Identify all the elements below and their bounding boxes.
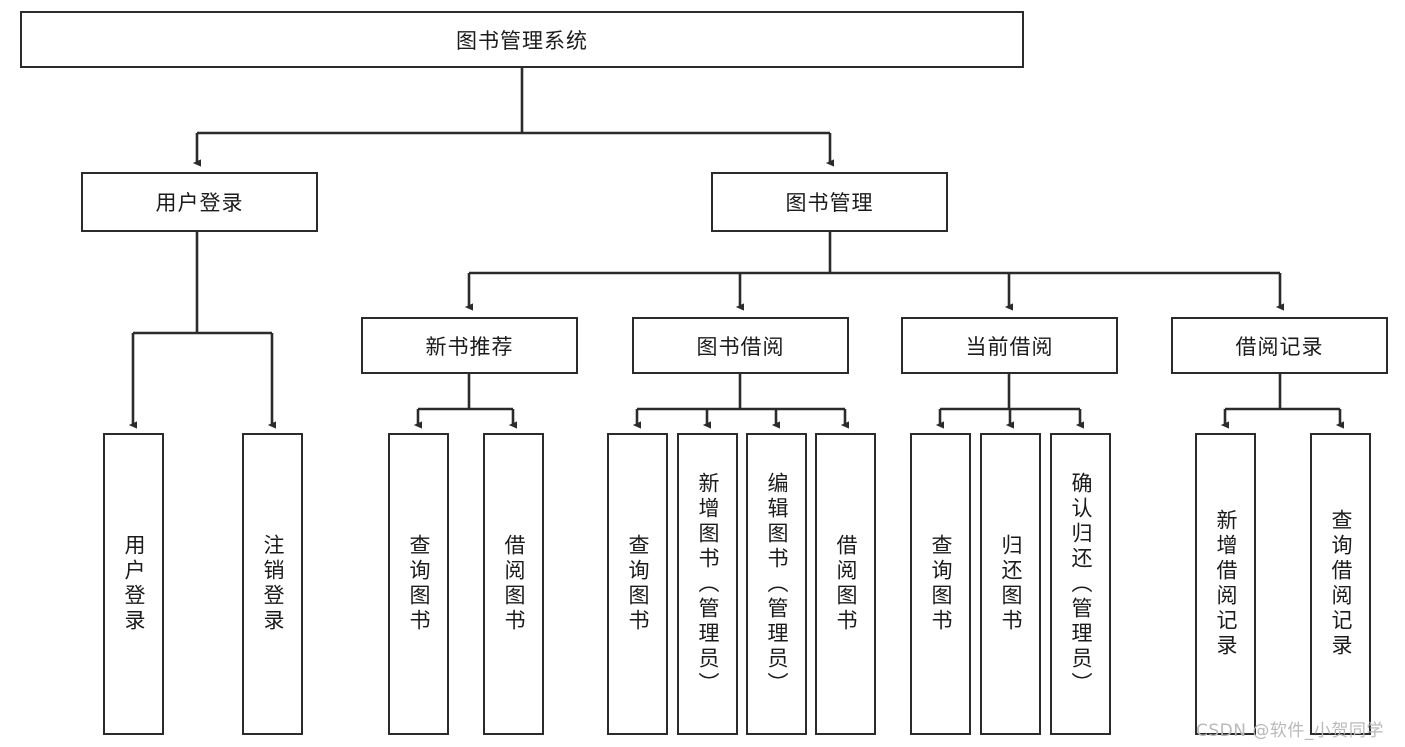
node-label: 借阅图书 [834, 534, 858, 634]
node-leaf-confirm-return[interactable]: 确认归还（管理员） [1050, 433, 1111, 735]
node-leaf-query-borrow-record[interactable]: 查询借阅记录 [1310, 433, 1371, 735]
node-label: 新增借阅记录 [1214, 509, 1238, 659]
node-leaf-edit-book[interactable]: 编辑图书（管理员） [746, 433, 807, 735]
node-label: 借阅记录 [1235, 334, 1324, 359]
node-label: 用户登录 [155, 191, 244, 215]
node-label: 新书推荐 [425, 334, 514, 359]
node-leaf-query-book-2[interactable]: 查询图书 [607, 433, 668, 735]
node-label: 用户登录 [122, 534, 146, 634]
node-label: 查询图书 [626, 534, 650, 634]
node-label: 查询图书 [929, 534, 953, 634]
node-leaf-return-book[interactable]: 归还图书 [980, 433, 1041, 735]
node-label: 归还图书 [999, 534, 1023, 634]
node-user-login[interactable]: 用户登录 [81, 172, 318, 232]
node-book-borrow[interactable]: 图书借阅 [632, 317, 849, 374]
node-label: 新增图书（管理员） [696, 471, 720, 697]
node-borrow-record[interactable]: 借阅记录 [1171, 317, 1388, 374]
node-leaf-query-book-1[interactable]: 查询图书 [388, 433, 449, 735]
node-label: 查询图书 [407, 534, 431, 634]
node-leaf-add-book[interactable]: 新增图书（管理员） [677, 433, 738, 735]
node-book-management-system[interactable]: 图书管理系统 [20, 11, 1024, 68]
node-leaf-user-login[interactable]: 用户登录 [103, 433, 164, 735]
node-label: 注销登录 [261, 534, 285, 634]
node-leaf-logout-login[interactable]: 注销登录 [242, 433, 303, 735]
node-current-borrow[interactable]: 当前借阅 [901, 317, 1118, 374]
node-book-management[interactable]: 图书管理 [711, 172, 948, 232]
node-label: 图书借阅 [696, 334, 785, 359]
node-label: 编辑图书（管理员） [765, 471, 789, 697]
node-label: 确认归还（管理员） [1069, 471, 1093, 697]
node-leaf-borrow-book-1[interactable]: 借阅图书 [483, 433, 544, 735]
csdn-watermark: CSDN @软件_小贺同学 [1196, 721, 1384, 741]
node-new-book-recommend[interactable]: 新书推荐 [361, 317, 578, 374]
node-leaf-query-book-3[interactable]: 查询图书 [910, 433, 971, 735]
node-label: 图书管理 [785, 191, 874, 215]
node-leaf-borrow-book-2[interactable]: 借阅图书 [815, 433, 876, 735]
node-label: 查询借阅记录 [1329, 509, 1353, 659]
node-label: 借阅图书 [502, 534, 526, 634]
node-label: 图书管理系统 [456, 28, 588, 53]
node-label: 当前借阅 [965, 334, 1054, 359]
node-leaf-add-borrow-record[interactable]: 新增借阅记录 [1195, 433, 1256, 735]
